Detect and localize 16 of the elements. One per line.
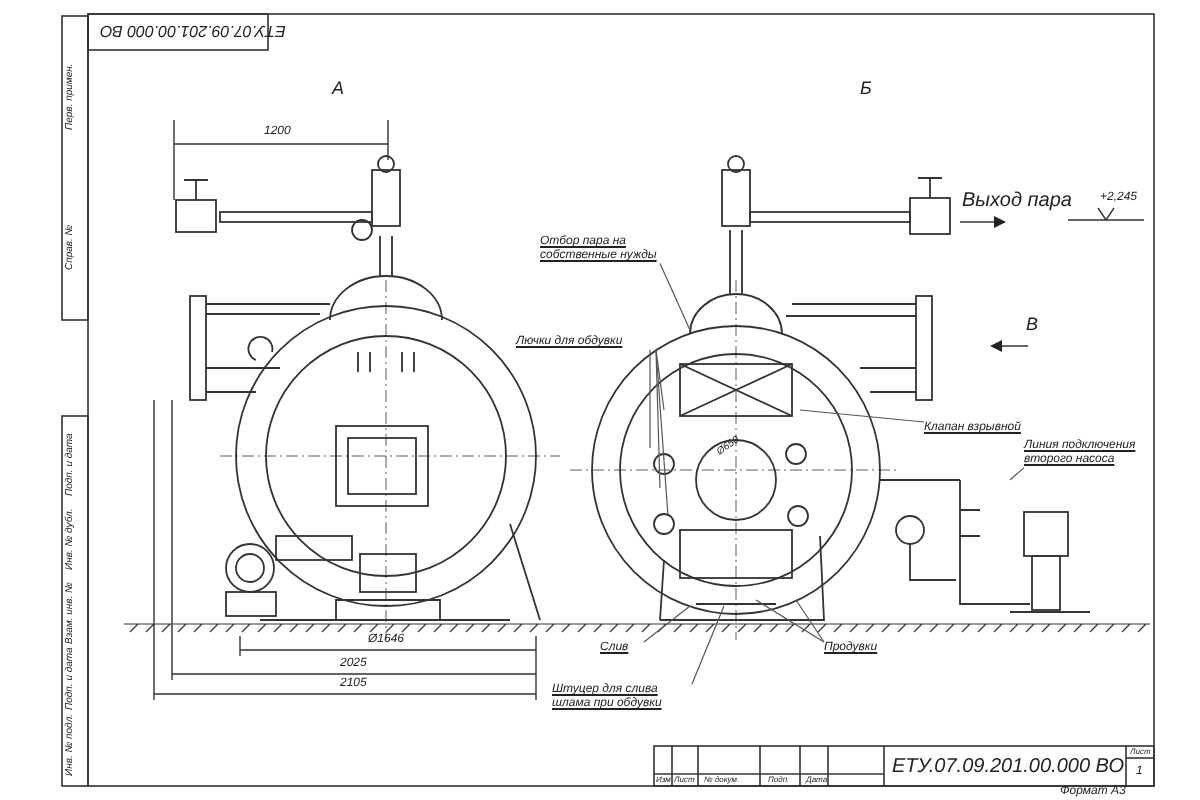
leader-line (649, 349, 651, 449)
leader-line (795, 599, 825, 643)
document-code: ЕТУ.07.09.201.00.000 ВО (100, 20, 286, 38)
view-label: В (1026, 316, 1039, 336)
leader-line (643, 605, 691, 643)
leader-line (655, 349, 661, 489)
leader-line (691, 605, 725, 685)
leader-line (799, 409, 925, 423)
document-code: ЕТУ.07.09.201.00.000 ВО (892, 756, 1125, 778)
leader-line (655, 349, 669, 517)
callout-text: Выход пара (962, 190, 1072, 212)
leader-line (755, 599, 825, 643)
view-label: А (332, 80, 345, 100)
view-label: Б (860, 80, 872, 100)
leader-line (1009, 467, 1025, 481)
leader-line (659, 263, 691, 331)
